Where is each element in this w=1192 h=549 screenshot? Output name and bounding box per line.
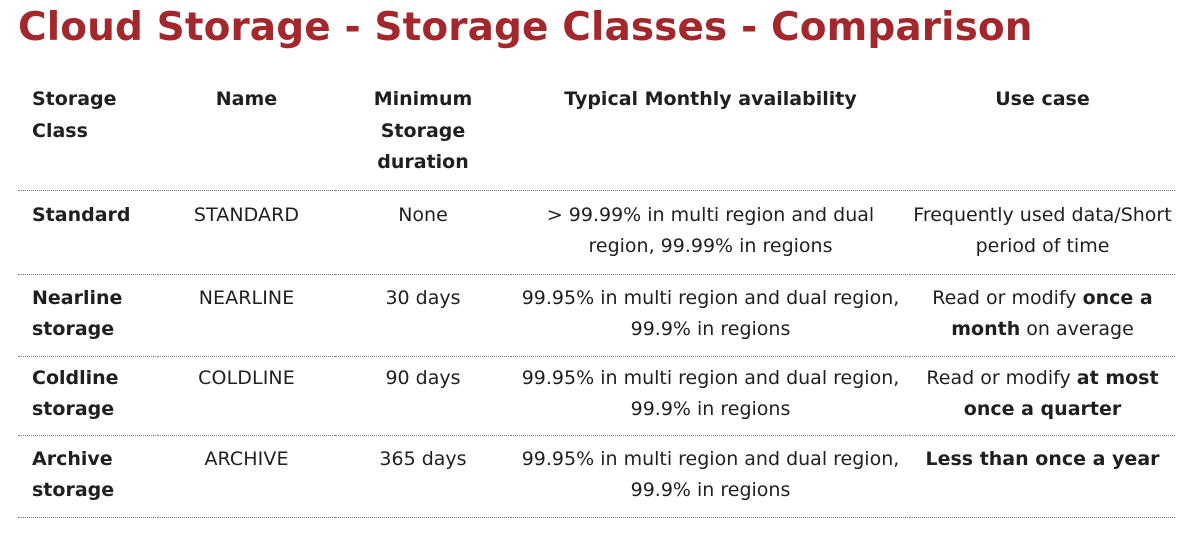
cell-storage-class: Standard [18, 190, 158, 275]
use-case-emphasis: once a month [951, 286, 1153, 341]
cell-name: STANDARD [158, 190, 335, 275]
cell-availability: 99.95% in multi region and dual region, … [511, 274, 910, 357]
cell-name: ARCHIVE [158, 435, 335, 518]
header-min-duration: Minimum Storage duration [335, 84, 511, 191]
cell-use-case: Frequently used data/Short period of tim… [910, 190, 1175, 275]
use-case-emphasis: at most once a quarter [963, 366, 1159, 421]
cell-storage-class: Coldline storage [18, 356, 158, 436]
header-storage-class: Storage Class [18, 84, 158, 191]
cell-use-case: Read or modify at most once a quarter [910, 356, 1175, 436]
cell-storage-class: Archive storage [18, 435, 158, 518]
cell-use-case: Less than once a year [910, 435, 1175, 518]
cell-min-duration: None [335, 190, 511, 275]
cell-name: NEARLINE [158, 274, 335, 357]
cell-availability: > 99.99% in multi region and dual region… [511, 190, 910, 275]
table-row-coldline: Coldline storage COLDLINE 90 days 99.95%… [18, 356, 1175, 436]
table-row-standard: Standard STANDARD None > 99.99% in multi… [18, 190, 1175, 275]
cell-storage-class: Nearline storage [18, 274, 158, 357]
table-row-archive: Archive storage ARCHIVE 365 days 99.95% … [18, 435, 1175, 518]
cell-availability: 99.95% in multi region and dual region, … [511, 356, 910, 436]
use-case-text: Read or modify [926, 366, 1077, 389]
use-case-text: on average [1020, 318, 1134, 340]
page-title: Cloud Storage - Storage Classes - Compar… [18, 5, 1033, 50]
use-case-text: Frequently used data/Short period of tim… [913, 203, 1172, 258]
use-case-text: Read or modify [932, 286, 1083, 309]
cell-min-duration: 30 days [335, 274, 511, 357]
table-row-nearline: Nearline storage NEARLINE 30 days 99.95%… [18, 274, 1175, 357]
cell-use-case: Read or modify once a month on average [910, 274, 1175, 357]
cell-name: COLDLINE [158, 356, 335, 436]
table-header-row: Storage Class Name Minimum Storage durat… [18, 84, 1175, 191]
storage-classes-table: Storage Class Name Minimum Storage durat… [18, 84, 1175, 518]
header-availability: Typical Monthly availability [511, 84, 910, 191]
header-use-case: Use case [910, 84, 1175, 191]
use-case-emphasis: Less than once a year [925, 447, 1160, 470]
cell-min-duration: 90 days [335, 356, 511, 436]
cell-min-duration: 365 days [335, 435, 511, 518]
header-name: Name [158, 84, 335, 191]
cell-availability: 99.95% in multi region and dual region, … [511, 435, 910, 518]
